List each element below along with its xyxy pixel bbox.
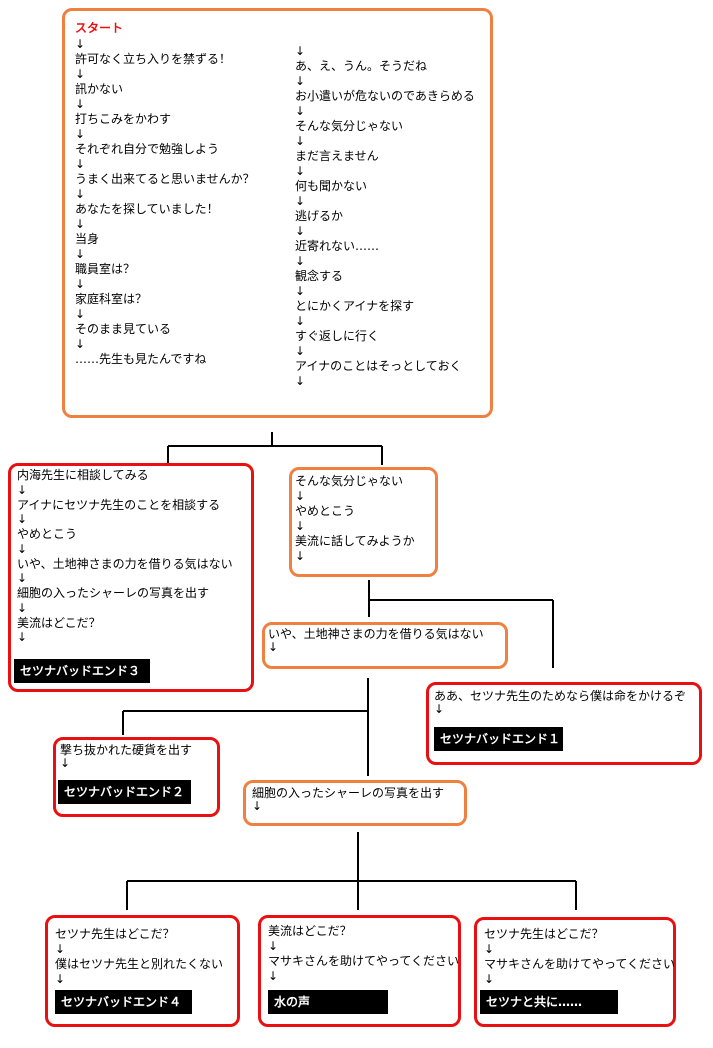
- flow-arrow: ↓: [75, 307, 86, 321]
- choice-step: 許可なく立ち入りを禁ずる！: [75, 52, 232, 66]
- flow-arrow: ↓: [268, 939, 279, 953]
- flow-arrow: ↓: [75, 337, 86, 351]
- flow-arrow: ↓: [75, 187, 86, 201]
- choice-step: やめとこう: [17, 527, 78, 541]
- flow-arrow: ↓: [252, 799, 263, 813]
- flow-arrow: ↓: [268, 640, 279, 654]
- choice-step: やめとこう: [295, 504, 356, 518]
- choice-step: 何も聞かない: [295, 179, 368, 193]
- ending-badge: セツナバッドエンド３: [14, 659, 150, 683]
- flow-arrow: ↓: [17, 482, 28, 497]
- choice-step: アイナのことはそっとしておく: [295, 359, 462, 373]
- choice-step: ……先生も見たんですね: [75, 352, 207, 366]
- flow-arrow: ↓: [55, 942, 66, 956]
- flow-arrow: ↓: [17, 541, 28, 556]
- flow-arrow: ↓: [295, 104, 306, 118]
- choice-step: お小遣いが危ないのであきらめる: [295, 89, 475, 103]
- flow-arrow: ↓: [295, 74, 306, 88]
- choice-step: 美流はどこだ？: [17, 615, 101, 630]
- choice-step: うまく出来てると思いませんか？: [75, 172, 255, 186]
- flow-arrow: ↓: [75, 247, 86, 261]
- choice-step: 内海先生に相談してみる: [17, 468, 149, 482]
- flow-arrow: ↓: [75, 37, 86, 51]
- choice-step: すぐ返しに行く: [295, 329, 380, 343]
- choice-step: セツナ先生はどこだ？: [484, 927, 604, 941]
- choice-step: 観念する: [295, 269, 344, 283]
- flow-arrow: ↓: [295, 254, 306, 268]
- flow-arrow: ↓: [268, 969, 279, 983]
- choice-step: そんな気分じゃない: [295, 119, 404, 133]
- flow-arrow: ↓: [55, 972, 66, 986]
- choice-step: ああ、セツナ先生のためなら僕は命をかけるぞ: [434, 689, 687, 703]
- flow-arrow: ↓: [295, 224, 306, 238]
- start-box: [62, 8, 493, 418]
- flow-arrow: ↓: [295, 284, 306, 298]
- choice-step: あなたを探していました！: [75, 202, 219, 216]
- flow-arrow: ↓: [295, 549, 306, 563]
- flow-arrow: ↓: [75, 157, 86, 171]
- branch-b1-box: [262, 622, 508, 669]
- flow-arrow: ↓: [295, 489, 306, 503]
- choice-step: 細胞の入ったシャーレの写真を出す: [17, 586, 210, 600]
- flow-arrow: ↓: [17, 630, 28, 645]
- ending-badge: セツナと共に……: [480, 990, 618, 1014]
- flow-arrow: ↓: [484, 972, 495, 986]
- branch-d-box: [243, 780, 467, 826]
- flow-arrow: ↓: [295, 314, 306, 328]
- ending-badge: セツナバッドエンド２: [58, 780, 191, 804]
- choice-step: 近寄れない……: [295, 239, 380, 253]
- flow-arrow: ↓: [295, 164, 306, 178]
- choice-step: 僕はセツナ先生と別れたくない: [55, 957, 224, 971]
- flow-arrow: ↓: [434, 702, 445, 716]
- choice-step: 美流はどこだ？: [268, 924, 352, 938]
- flow-arrow: ↓: [75, 97, 86, 111]
- choice-step: いや、土地神さまの力を借りる気はない: [268, 627, 484, 641]
- choice-step: 撃ち抜かれた硬貨を出す: [60, 743, 193, 757]
- choice-step: まだ言えません: [295, 149, 379, 163]
- flow-arrow: ↓: [17, 571, 28, 586]
- choice-step: そのまま見ている: [75, 322, 172, 336]
- ending-badge: セツナバッドエンド１: [434, 727, 563, 751]
- branch-a-box: [8, 463, 254, 692]
- flow-arrow: ↓: [75, 127, 86, 141]
- choice-step: そんな気分じゃない: [295, 474, 404, 488]
- choice-step: とにかくアイナを探す: [295, 299, 415, 313]
- branch-b2-box: [426, 682, 702, 765]
- branch-b-box: [289, 467, 438, 577]
- flow-arrow: ↓: [60, 756, 71, 770]
- choice-step: それぞれ自分で勉強しよう: [75, 142, 220, 156]
- choice-step: 職員室は？: [75, 262, 136, 276]
- ending-badge: セツナバッドエンド４: [55, 990, 192, 1014]
- choice-step: マサキさんを助けてやってください: [268, 954, 460, 968]
- flow-arrow: ↓: [295, 519, 306, 533]
- flow-arrow: ↓: [17, 512, 28, 527]
- flow-arrow: ↓: [75, 67, 86, 81]
- choice-step: セツナ先生はどこだ？: [55, 927, 175, 941]
- flow-arrow: ↓: [295, 134, 306, 148]
- choice-step: 美流に話してみようか: [295, 534, 415, 548]
- ending-badge: 水の声: [268, 990, 388, 1014]
- choice-step: 逃げるか: [295, 209, 344, 223]
- choice-step: 訊かない: [75, 82, 124, 96]
- choice-step: マサキさんを助けてやってください: [484, 957, 676, 971]
- choice-step: あ、え、うん。そうだね: [295, 59, 428, 73]
- flow-arrow: ↓: [295, 194, 306, 208]
- choice-step: いや、土地神さまの力を借りる気はない: [17, 556, 233, 571]
- flow-arrow: ↓: [75, 217, 86, 231]
- flow-arrow: ↓: [295, 344, 306, 358]
- choice-step: 当身: [75, 232, 100, 246]
- flow-arrow: ↓: [484, 942, 495, 956]
- choice-step: 細胞の入ったシャーレの写真を出す: [252, 786, 445, 800]
- flow-arrow: ↓: [75, 277, 86, 291]
- flow-arrow: ↓: [295, 44, 306, 58]
- start-label: スタート: [75, 21, 124, 35]
- flow-arrow: ↓: [295, 374, 306, 388]
- choice-step: 家庭科室は？: [75, 292, 148, 306]
- choice-step: アイナにセツナ先生のことを相談する: [17, 497, 221, 512]
- flow-arrow: ↓: [17, 600, 28, 615]
- choice-step: 打ちこみをかわす: [75, 112, 172, 126]
